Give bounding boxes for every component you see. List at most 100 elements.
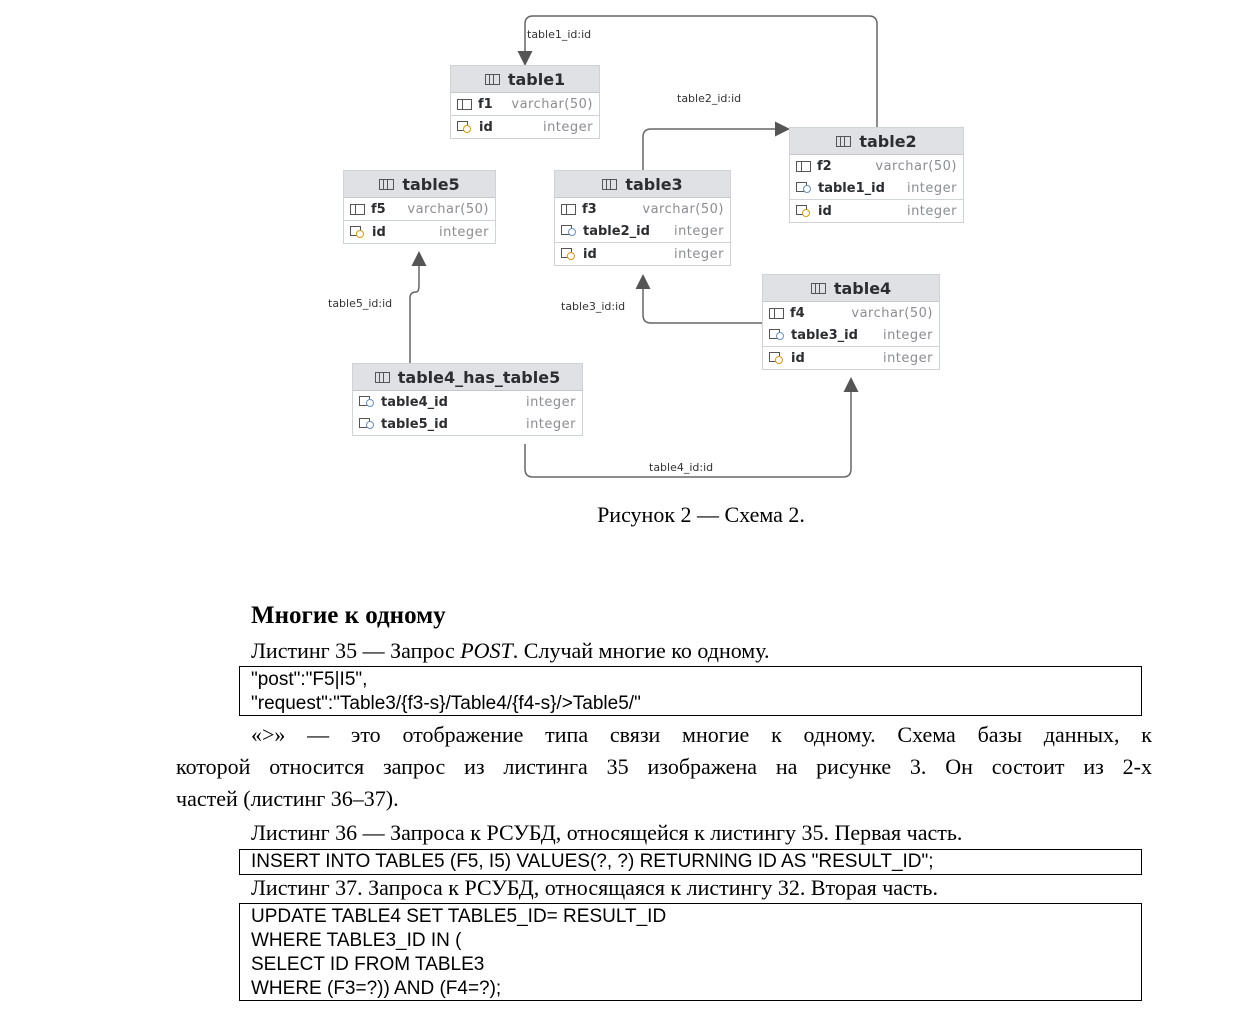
er-diagram: table1_id:id table2_id:id table3_id:id t…	[0, 0, 1240, 500]
primary-key-icon	[350, 225, 366, 239]
column-name: f2	[817, 158, 832, 174]
table-icon	[379, 178, 395, 190]
paragraph-line: которой относится запрос из листинга 35 …	[176, 754, 1152, 779]
relation-label: table1_id:id	[527, 28, 592, 41]
table-name: table1	[507, 69, 566, 89]
listing-title-emphasis: POST	[460, 638, 513, 663]
column-type: integer	[673, 223, 724, 239]
table-header: table4_has_table5	[353, 364, 582, 391]
figure-caption: Рисунок 2 — Схема 2.	[597, 502, 805, 527]
column-row: id integer	[555, 242, 730, 265]
code-line: WHERE (F3=?)) AND (F4=?);	[251, 978, 502, 999]
listing-36-code: INSERT INTO TABLE5 (F5, I5) VALUES(?, ?)…	[239, 849, 1142, 875]
listing-35-code: "post":"F5|I5", "request":"Table3/{f3-s}…	[239, 666, 1142, 716]
table-header: table1	[451, 66, 599, 93]
column-row: table4_id integer	[353, 391, 582, 413]
primary-key-icon	[769, 351, 785, 365]
column-icon	[350, 203, 365, 215]
primary-key-icon	[796, 204, 812, 218]
code-line: INSERT INTO TABLE5 (F5, I5) VALUES(?, ?)…	[251, 851, 934, 872]
relation-line-t4t5-table4	[524, 377, 859, 478]
table-header: table4	[763, 275, 939, 302]
primary-key-icon	[457, 120, 473, 134]
paragraph-line: «>» — это отображение типа связи многие …	[251, 722, 1152, 747]
column-type: integer	[438, 224, 489, 240]
foreign-key-icon	[359, 395, 375, 409]
column-row: id integer	[344, 220, 495, 243]
column-type: integer	[673, 246, 724, 262]
column-name: id	[583, 246, 597, 262]
column-name: f3	[582, 201, 597, 217]
relation-line-table2-table1	[517, 15, 878, 127]
column-type: varchar(50)	[642, 201, 724, 217]
table-name: table4_has_table5	[397, 367, 561, 387]
primary-key-icon	[561, 247, 577, 261]
column-name: f5	[371, 201, 386, 217]
table-icon	[374, 371, 390, 383]
table-name: table5	[402, 174, 460, 194]
column-row: f1 varchar(50)	[451, 93, 599, 115]
foreign-key-icon	[359, 417, 375, 431]
column-type: integer	[882, 350, 933, 366]
column-type: varchar(50)	[851, 305, 933, 321]
table-icon	[602, 178, 618, 190]
relation-label: table3_id:id	[561, 300, 626, 313]
column-name: f4	[790, 305, 805, 321]
section-heading: Многие к одному	[251, 602, 446, 629]
column-icon	[796, 160, 811, 172]
foreign-key-icon	[769, 328, 785, 342]
relation-label: table5_id:id	[328, 297, 393, 310]
column-name: f1	[478, 96, 493, 112]
table-header: table5	[344, 171, 495, 198]
column-row: f2 varchar(50)	[790, 155, 963, 177]
table-name: table3	[625, 174, 683, 194]
code-line: "post":"F5|I5",	[251, 669, 368, 690]
column-name: table2_id	[583, 223, 650, 239]
code-line: "request":"Table3/{f3-s}/Table4/{f4-s}/>…	[251, 693, 641, 714]
relation-line-table3-table2	[642, 121, 790, 170]
foreign-key-icon	[796, 181, 812, 195]
table-icon	[484, 73, 500, 85]
column-row: f3 varchar(50)	[555, 198, 730, 220]
column-name: table5_id	[381, 416, 448, 432]
relation-lines	[409, 15, 878, 478]
column-row: id integer	[790, 199, 963, 222]
column-name: id	[818, 203, 832, 219]
column-type: integer	[525, 394, 576, 410]
listing-35-title: Листинг 35 — Запрос POST. Случай многие …	[251, 638, 770, 664]
column-type: integer	[906, 180, 957, 196]
column-type: integer	[525, 416, 576, 432]
column-type: integer	[906, 203, 957, 219]
body-paragraph: «>» — это отображение типа связи многие …	[176, 719, 1152, 815]
column-row: table2_id integer	[555, 220, 730, 242]
listing-title-prefix: Листинг 35 — Запрос	[251, 638, 461, 663]
listing-title-suffix: . Случай многие ко одному.	[512, 638, 770, 663]
column-name: table4_id	[381, 394, 448, 410]
relation-line-table4-table3	[635, 274, 762, 324]
foreign-key-icon	[561, 224, 577, 238]
paragraph-line: частей (листинг 36–37).	[176, 786, 399, 811]
listing-37-code: UPDATE TABLE4 SET TABLE5_ID= RESULT_ID W…	[239, 903, 1142, 1001]
column-type: varchar(50)	[875, 158, 957, 174]
code-line: WHERE TABLE3_ID IN (	[251, 930, 462, 951]
column-icon	[561, 203, 576, 215]
code-line: UPDATE TABLE4 SET TABLE5_ID= RESULT_ID	[251, 906, 667, 927]
relation-line-t4t5-table5	[409, 251, 427, 363]
column-name: id	[372, 224, 386, 240]
column-icon	[457, 98, 472, 110]
table-header: table3	[555, 171, 730, 198]
relation-label: table4_id:id	[649, 461, 714, 474]
table-header: table2	[790, 128, 963, 155]
column-row: f4 varchar(50)	[763, 302, 939, 324]
column-type: varchar(50)	[511, 96, 593, 112]
column-icon	[769, 307, 784, 319]
table-icon	[810, 282, 826, 294]
listing-37-title: Листинг 37. Запроса к РСУБД, относящаяся…	[251, 875, 938, 900]
column-type: integer	[542, 119, 593, 135]
